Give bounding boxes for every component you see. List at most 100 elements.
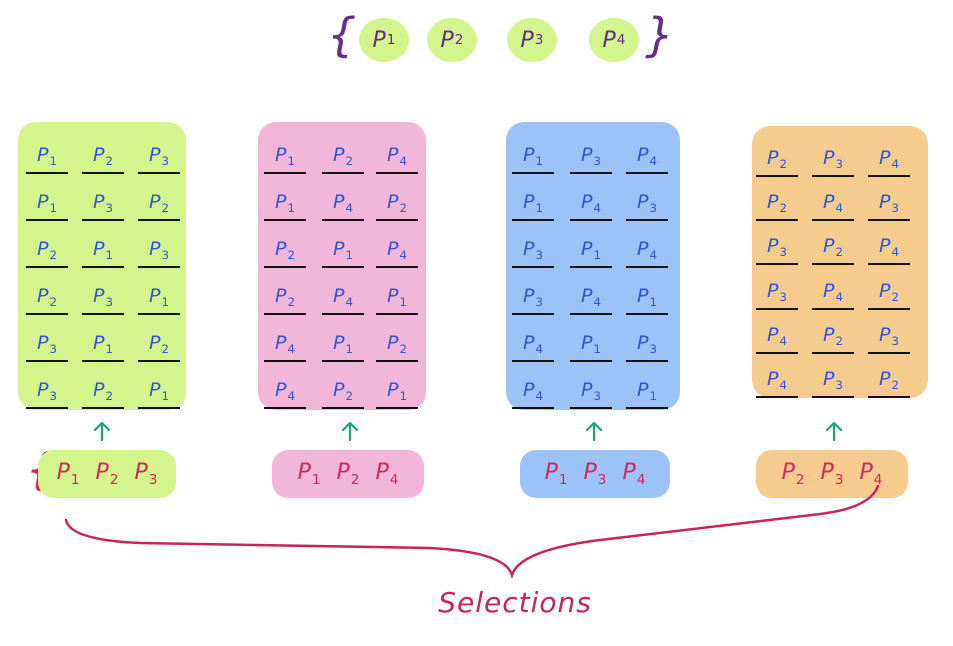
permutation-label: P1 [387,379,407,403]
permutation-cell: P2 [322,138,364,174]
permutation-label: P4 [275,332,295,356]
underline [812,352,854,354]
permutation-cell: P3 [868,318,910,354]
underline [138,219,180,221]
permutation-cell: P3 [26,326,68,362]
permutation-cell: P1 [512,185,554,221]
permutation-label: P4 [275,379,295,403]
underline [138,407,180,409]
underline [512,172,554,174]
selection-item: P1 [297,460,321,488]
permutation-cell: P3 [812,362,854,398]
permutation-cell: P1 [512,138,554,174]
permutation-label: P3 [523,238,543,262]
underline [26,313,68,315]
permutation-label: P4 [767,368,787,392]
permutation-cell: P1 [376,279,418,315]
permutation-label: P1 [37,191,57,215]
underline [756,396,798,398]
permutation-cell: P4 [512,326,554,362]
permutation-label: P2 [275,238,295,262]
permutation-cell: P4 [756,318,798,354]
permutation-cell: P2 [812,318,854,354]
permutation-label: P4 [879,235,899,259]
underline [626,360,668,362]
permutation-cell: P2 [264,232,306,268]
permutation-label: P1 [333,238,353,262]
underline [82,407,124,409]
permutation-label: P2 [93,379,113,403]
permutation-cell: P4 [376,138,418,174]
permutation-cell: P1 [322,326,364,362]
permutation-label: P2 [823,235,843,259]
underline [376,407,418,409]
underline [570,313,612,315]
selection-item: P3 [820,460,844,488]
selection-item: P2 [336,460,360,488]
permutation-cell: P1 [26,138,68,174]
underline [570,172,612,174]
underline [322,360,364,362]
underline [868,396,910,398]
selection-item: P3 [583,460,607,488]
permutation-cell: P1 [626,279,668,315]
permutation-cell: P1 [82,326,124,362]
underline [264,172,306,174]
selections-brace-curve [64,484,880,580]
up-arrow-icon [584,420,604,442]
underline [26,360,68,362]
underline [512,407,554,409]
permutation-label: P2 [275,285,295,309]
permutation-label: P4 [581,191,601,215]
underline [264,407,306,409]
underline [82,219,124,221]
permutation-label: P4 [333,285,353,309]
permutation-cell: P1 [26,185,68,221]
permutation-cell: P3 [756,274,798,310]
permutation-cell: P1 [82,232,124,268]
underline [322,219,364,221]
permutation-label: P1 [581,332,601,356]
selection-item: P2 [95,460,119,488]
underline [376,313,418,315]
permutation-label: P2 [879,368,899,392]
set-close-brace: } [645,8,675,62]
permutation-cell: P2 [756,141,798,177]
permutation-label: P3 [637,332,657,356]
underline [376,219,418,221]
underline [82,360,124,362]
permutation-label: P2 [93,144,113,168]
underline [26,172,68,174]
permutation-cell: P2 [756,185,798,221]
permutation-cell: P4 [264,326,306,362]
permutation-label: P4 [387,238,407,262]
permutation-cell: P3 [512,232,554,268]
selection-item: P1 [544,460,568,488]
underline [512,360,554,362]
underline [812,396,854,398]
permutation-label: P1 [637,285,657,309]
permutation-label: P1 [275,191,295,215]
underline [756,175,798,177]
permutation-label: P4 [581,285,601,309]
underline [138,360,180,362]
permutation-label: P2 [879,280,899,304]
underline [512,219,554,221]
permutation-cell: P1 [570,232,612,268]
permutation-cell: P4 [264,373,306,409]
permutation-label: P2 [767,147,787,171]
permutation-cell: P1 [138,279,180,315]
underline [26,219,68,221]
permutation-cell: P3 [626,326,668,362]
permutation-label: P3 [93,285,113,309]
permutation-label: P3 [823,147,843,171]
underline [756,308,798,310]
permutation-label: P2 [333,144,353,168]
permutation-label: P3 [581,144,601,168]
